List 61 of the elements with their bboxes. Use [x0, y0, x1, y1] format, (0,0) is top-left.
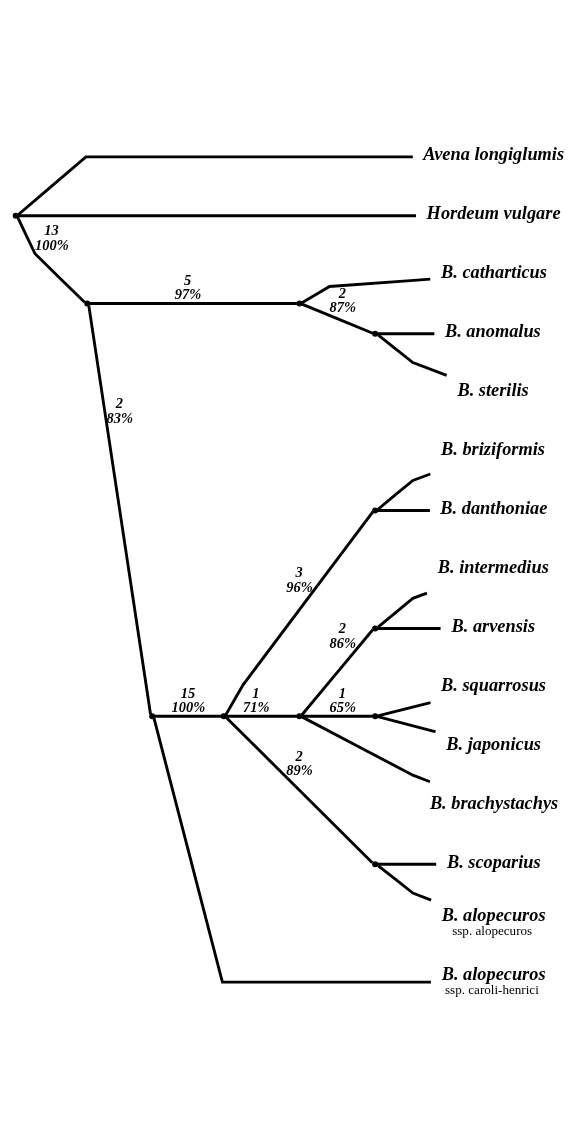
node-text: B. japonicus: [446, 733, 542, 754]
connector: [17, 155, 413, 216]
connector: [377, 472, 431, 511]
connector: [377, 864, 432, 902]
node-point: [220, 713, 227, 720]
node-text: B. intermedius: [437, 557, 549, 578]
edge-label: 2 83%: [106, 395, 133, 426]
node-point: [296, 713, 303, 720]
edge-label: 3 96%: [286, 564, 313, 595]
node-text: B. alopecuros ssp. caroli-henrici: [441, 963, 546, 997]
connector: [377, 333, 448, 377]
node-text: B. brachystachys: [429, 792, 559, 813]
node-point: [372, 625, 379, 632]
connector: [226, 714, 297, 718]
edge-label: 5 97%: [174, 271, 202, 303]
connector: [302, 714, 373, 718]
edge-label: 1 71%: [243, 684, 270, 716]
edge-label: 15 100%: [171, 684, 206, 716]
node-text: Avena longiglumis: [423, 144, 565, 165]
connector: [377, 862, 437, 866]
edge-label: 2 89%: [286, 747, 313, 778]
node-point: [12, 212, 19, 219]
node-text: B. anomalus: [444, 321, 541, 342]
connector: [301, 715, 431, 784]
node-point: [149, 713, 156, 720]
connector: [301, 277, 431, 305]
node-text: B. arvensis: [451, 615, 536, 636]
connector: [377, 701, 431, 718]
node-point: [296, 300, 303, 307]
node-text: B. alopecuros ssp. alopecuros: [441, 904, 546, 939]
connector: [377, 509, 430, 512]
connector: [301, 302, 374, 335]
node-point: [372, 330, 379, 337]
edge-label: 2 87%: [329, 285, 356, 316]
node-text: B. sterilis: [457, 380, 529, 401]
node-point: [372, 713, 379, 720]
connector: [224, 716, 374, 864]
connector: [224, 510, 375, 716]
edge-label: 2 86%: [329, 620, 356, 651]
edge-label: 1 65%: [329, 684, 356, 716]
connector: [377, 627, 441, 630]
node-point: [84, 300, 91, 307]
node-text: B. catharticus: [441, 262, 547, 283]
node-text: B. danthoniae: [440, 498, 548, 519]
node-point: [372, 861, 379, 868]
connector: [89, 302, 297, 305]
connector: [18, 214, 417, 218]
connector: [87, 305, 152, 715]
connector: [152, 717, 431, 984]
connector: [300, 628, 374, 716]
connector: [377, 591, 428, 629]
connector: [377, 332, 435, 336]
node-point: [372, 507, 379, 514]
node-text: Hordeum vulgare: [426, 203, 561, 224]
connector: [16, 216, 86, 304]
edge-label: 13 100%: [35, 222, 69, 253]
node-text: B. squarrosus: [441, 674, 546, 695]
connector: [154, 714, 221, 718]
connector: [377, 715, 436, 734]
node-text: B. scoparius: [446, 851, 541, 872]
node-text: B. briziformis: [441, 439, 545, 460]
